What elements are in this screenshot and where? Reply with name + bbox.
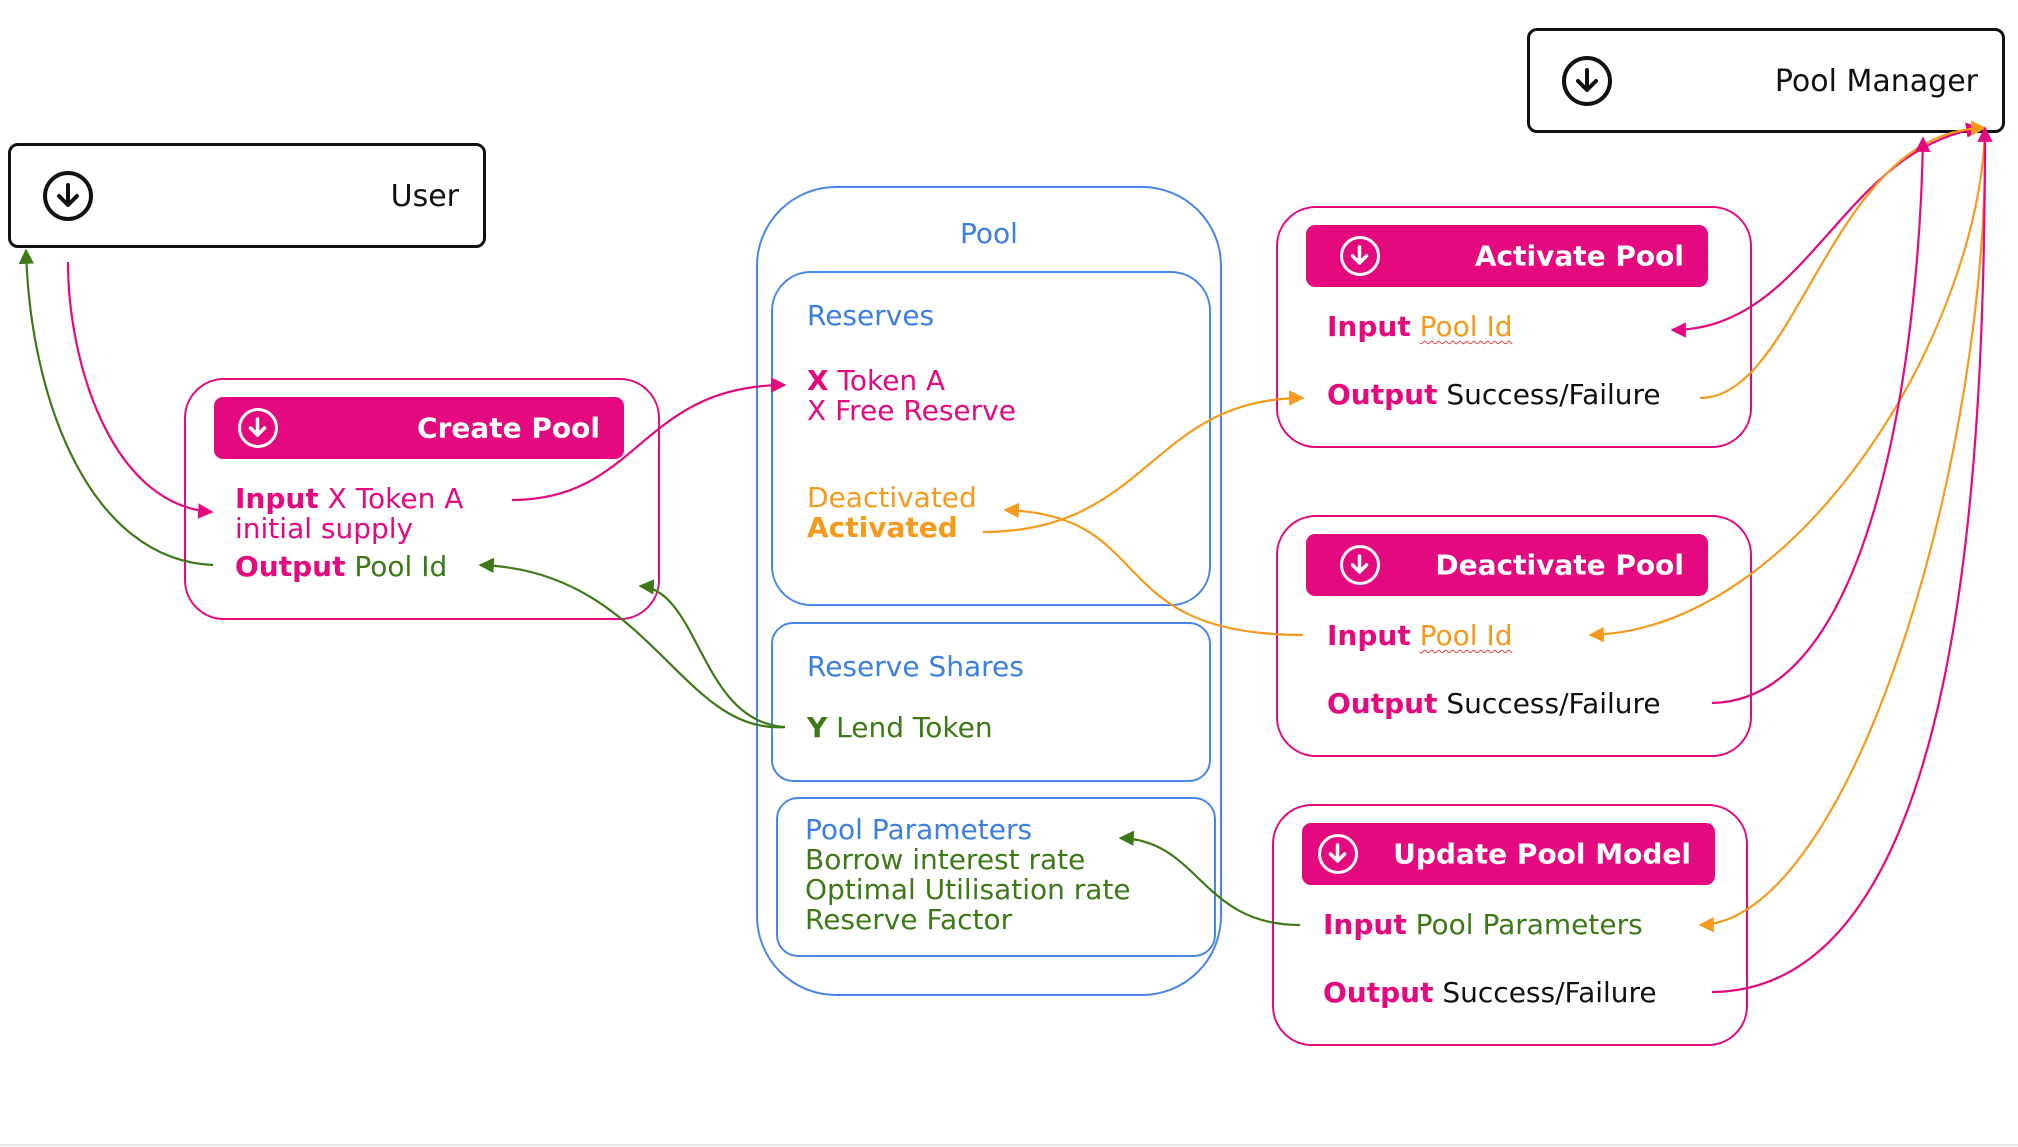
activate-pool-header: Activate Pool bbox=[1306, 225, 1708, 287]
free-reserve: X Free Reserve bbox=[807, 394, 1016, 427]
input-value: Pool Parameters bbox=[1415, 908, 1643, 941]
arrow-down-circle-icon bbox=[1318, 834, 1358, 874]
create-pool-header: Create Pool bbox=[214, 397, 624, 459]
output-value: Success/Failure bbox=[1446, 687, 1661, 720]
parameter-item: Optimal Utilisation rate bbox=[805, 873, 1131, 906]
update-pool-model-output-line: Output Success/Failure bbox=[1323, 978, 1657, 1008]
create-pool-output-line: Output Pool Id bbox=[235, 552, 447, 582]
user-actor[interactable]: User bbox=[8, 143, 486, 248]
create-pool-title: Create Pool bbox=[417, 411, 600, 445]
update-pool-model-function[interactable]: Update Pool Model Input Pool Parameters … bbox=[1272, 804, 1748, 1046]
activate-pool-function[interactable]: Activate Pool Input Pool Id Output Succe… bbox=[1276, 206, 1752, 448]
parameter-item: Borrow interest rate bbox=[805, 843, 1086, 876]
arrow-activated-to-activate-pool bbox=[982, 390, 1305, 534]
lend-token-prefix: Y bbox=[807, 711, 828, 744]
reserve-shares-title: Reserve Shares bbox=[807, 650, 1024, 683]
reserves-token-line: X Token A bbox=[807, 366, 945, 396]
output-key: Output bbox=[1327, 378, 1438, 411]
pool-title: Pool bbox=[960, 217, 1018, 250]
input-key: Input bbox=[1323, 908, 1407, 941]
pool-manager-actor[interactable]: Pool Manager bbox=[1527, 28, 2005, 133]
arrow-deactivate-input-to-deactivated bbox=[1003, 502, 1304, 637]
arrow-lend-token-to-create bbox=[638, 579, 786, 729]
update-pool-model-title: Update Pool Model bbox=[1393, 837, 1691, 871]
token-prefix: X bbox=[807, 364, 829, 397]
create-pool-function[interactable]: Create Pool Input X Token A initial supp… bbox=[184, 378, 660, 620]
arrow-activate-output-to-manager bbox=[1699, 120, 1987, 400]
pool-parameters-section: Pool Parameters Borrow interest rate Opt… bbox=[776, 797, 1216, 957]
lend-token-label: Lend Token bbox=[827, 711, 993, 744]
pool-container: Pool Reserves X Token A X Free Reserve D… bbox=[756, 186, 1222, 996]
deactivate-pool-input-line: Input Pool Id bbox=[1327, 621, 1512, 651]
input-value: Pool Id bbox=[1419, 310, 1513, 343]
arrow-manager-to-deactivate-input bbox=[1588, 127, 1987, 643]
arrow-create-input-to-reserves bbox=[511, 377, 787, 502]
activate-pool-title: Activate Pool bbox=[1474, 239, 1684, 273]
arrow-update-output-to-manager bbox=[1711, 126, 1993, 994]
status-activated: Activated bbox=[807, 511, 958, 544]
update-pool-model-input-line: Input Pool Parameters bbox=[1323, 910, 1643, 940]
update-pool-model-header: Update Pool Model bbox=[1302, 823, 1715, 885]
arrow-update-input-to-parameters bbox=[1118, 830, 1301, 927]
status-deactivated: Deactivated bbox=[807, 481, 977, 514]
output-value: Success/Failure bbox=[1446, 378, 1661, 411]
deactivate-pool-header: Deactivate Pool bbox=[1306, 534, 1708, 596]
output-key: Output bbox=[1327, 687, 1438, 720]
output-value: Success/Failure bbox=[1442, 976, 1657, 1009]
arrow-down-circle-icon bbox=[1340, 545, 1380, 585]
arrow-deactivate-output-to-manager bbox=[1711, 136, 1931, 705]
output-value: Pool Id bbox=[354, 550, 448, 583]
output-key: Output bbox=[235, 550, 346, 583]
deactivate-pool-function[interactable]: Deactivate Pool Input Pool Id Output Suc… bbox=[1276, 515, 1752, 757]
token-label: Token A bbox=[828, 364, 946, 397]
reserve-shares-section: Reserve Shares Y Lend Token bbox=[771, 622, 1211, 782]
input-value: X Token A bbox=[327, 482, 464, 515]
deactivate-pool-title: Deactivate Pool bbox=[1435, 548, 1684, 582]
activate-pool-output-line: Output Success/Failure bbox=[1327, 380, 1661, 410]
arrow-user-to-create-input bbox=[66, 261, 214, 519]
bottom-divider bbox=[0, 1144, 2018, 1146]
arrow-down-circle-icon bbox=[1562, 56, 1612, 106]
create-pool-input-line: Input X Token A bbox=[235, 484, 463, 514]
arrow-down-circle-icon bbox=[238, 408, 278, 448]
pool-parameters-title: Pool Parameters bbox=[805, 813, 1033, 846]
deactivate-pool-output-line: Output Success/Failure bbox=[1327, 689, 1661, 719]
input-value: Pool Id bbox=[1419, 619, 1513, 652]
lend-token-line: Y Lend Token bbox=[807, 713, 993, 743]
arrow-manager-to-update-input bbox=[1698, 127, 1987, 933]
arrow-down-circle-icon bbox=[43, 171, 93, 221]
arrow-manager-to-activate-input bbox=[1670, 122, 1982, 338]
input-key: Input bbox=[1327, 310, 1411, 343]
arrow-down-circle-icon bbox=[1340, 236, 1380, 276]
output-key: Output bbox=[1323, 976, 1434, 1009]
reserves-title: Reserves bbox=[807, 299, 935, 332]
pool-manager-label: Pool Manager bbox=[1774, 64, 1978, 99]
input-key: Input bbox=[235, 482, 319, 515]
create-pool-input-line-2: initial supply bbox=[235, 512, 414, 545]
parameter-item: Reserve Factor bbox=[805, 903, 1013, 936]
reserves-section: Reserves X Token A X Free Reserve Deacti… bbox=[771, 271, 1211, 606]
user-label: User bbox=[390, 179, 459, 214]
input-key: Input bbox=[1327, 619, 1411, 652]
arrow-lend-token-to-pool-id bbox=[478, 557, 786, 729]
arrow-create-output-to-user bbox=[18, 248, 214, 567]
activate-pool-input-line: Input Pool Id bbox=[1327, 312, 1512, 342]
